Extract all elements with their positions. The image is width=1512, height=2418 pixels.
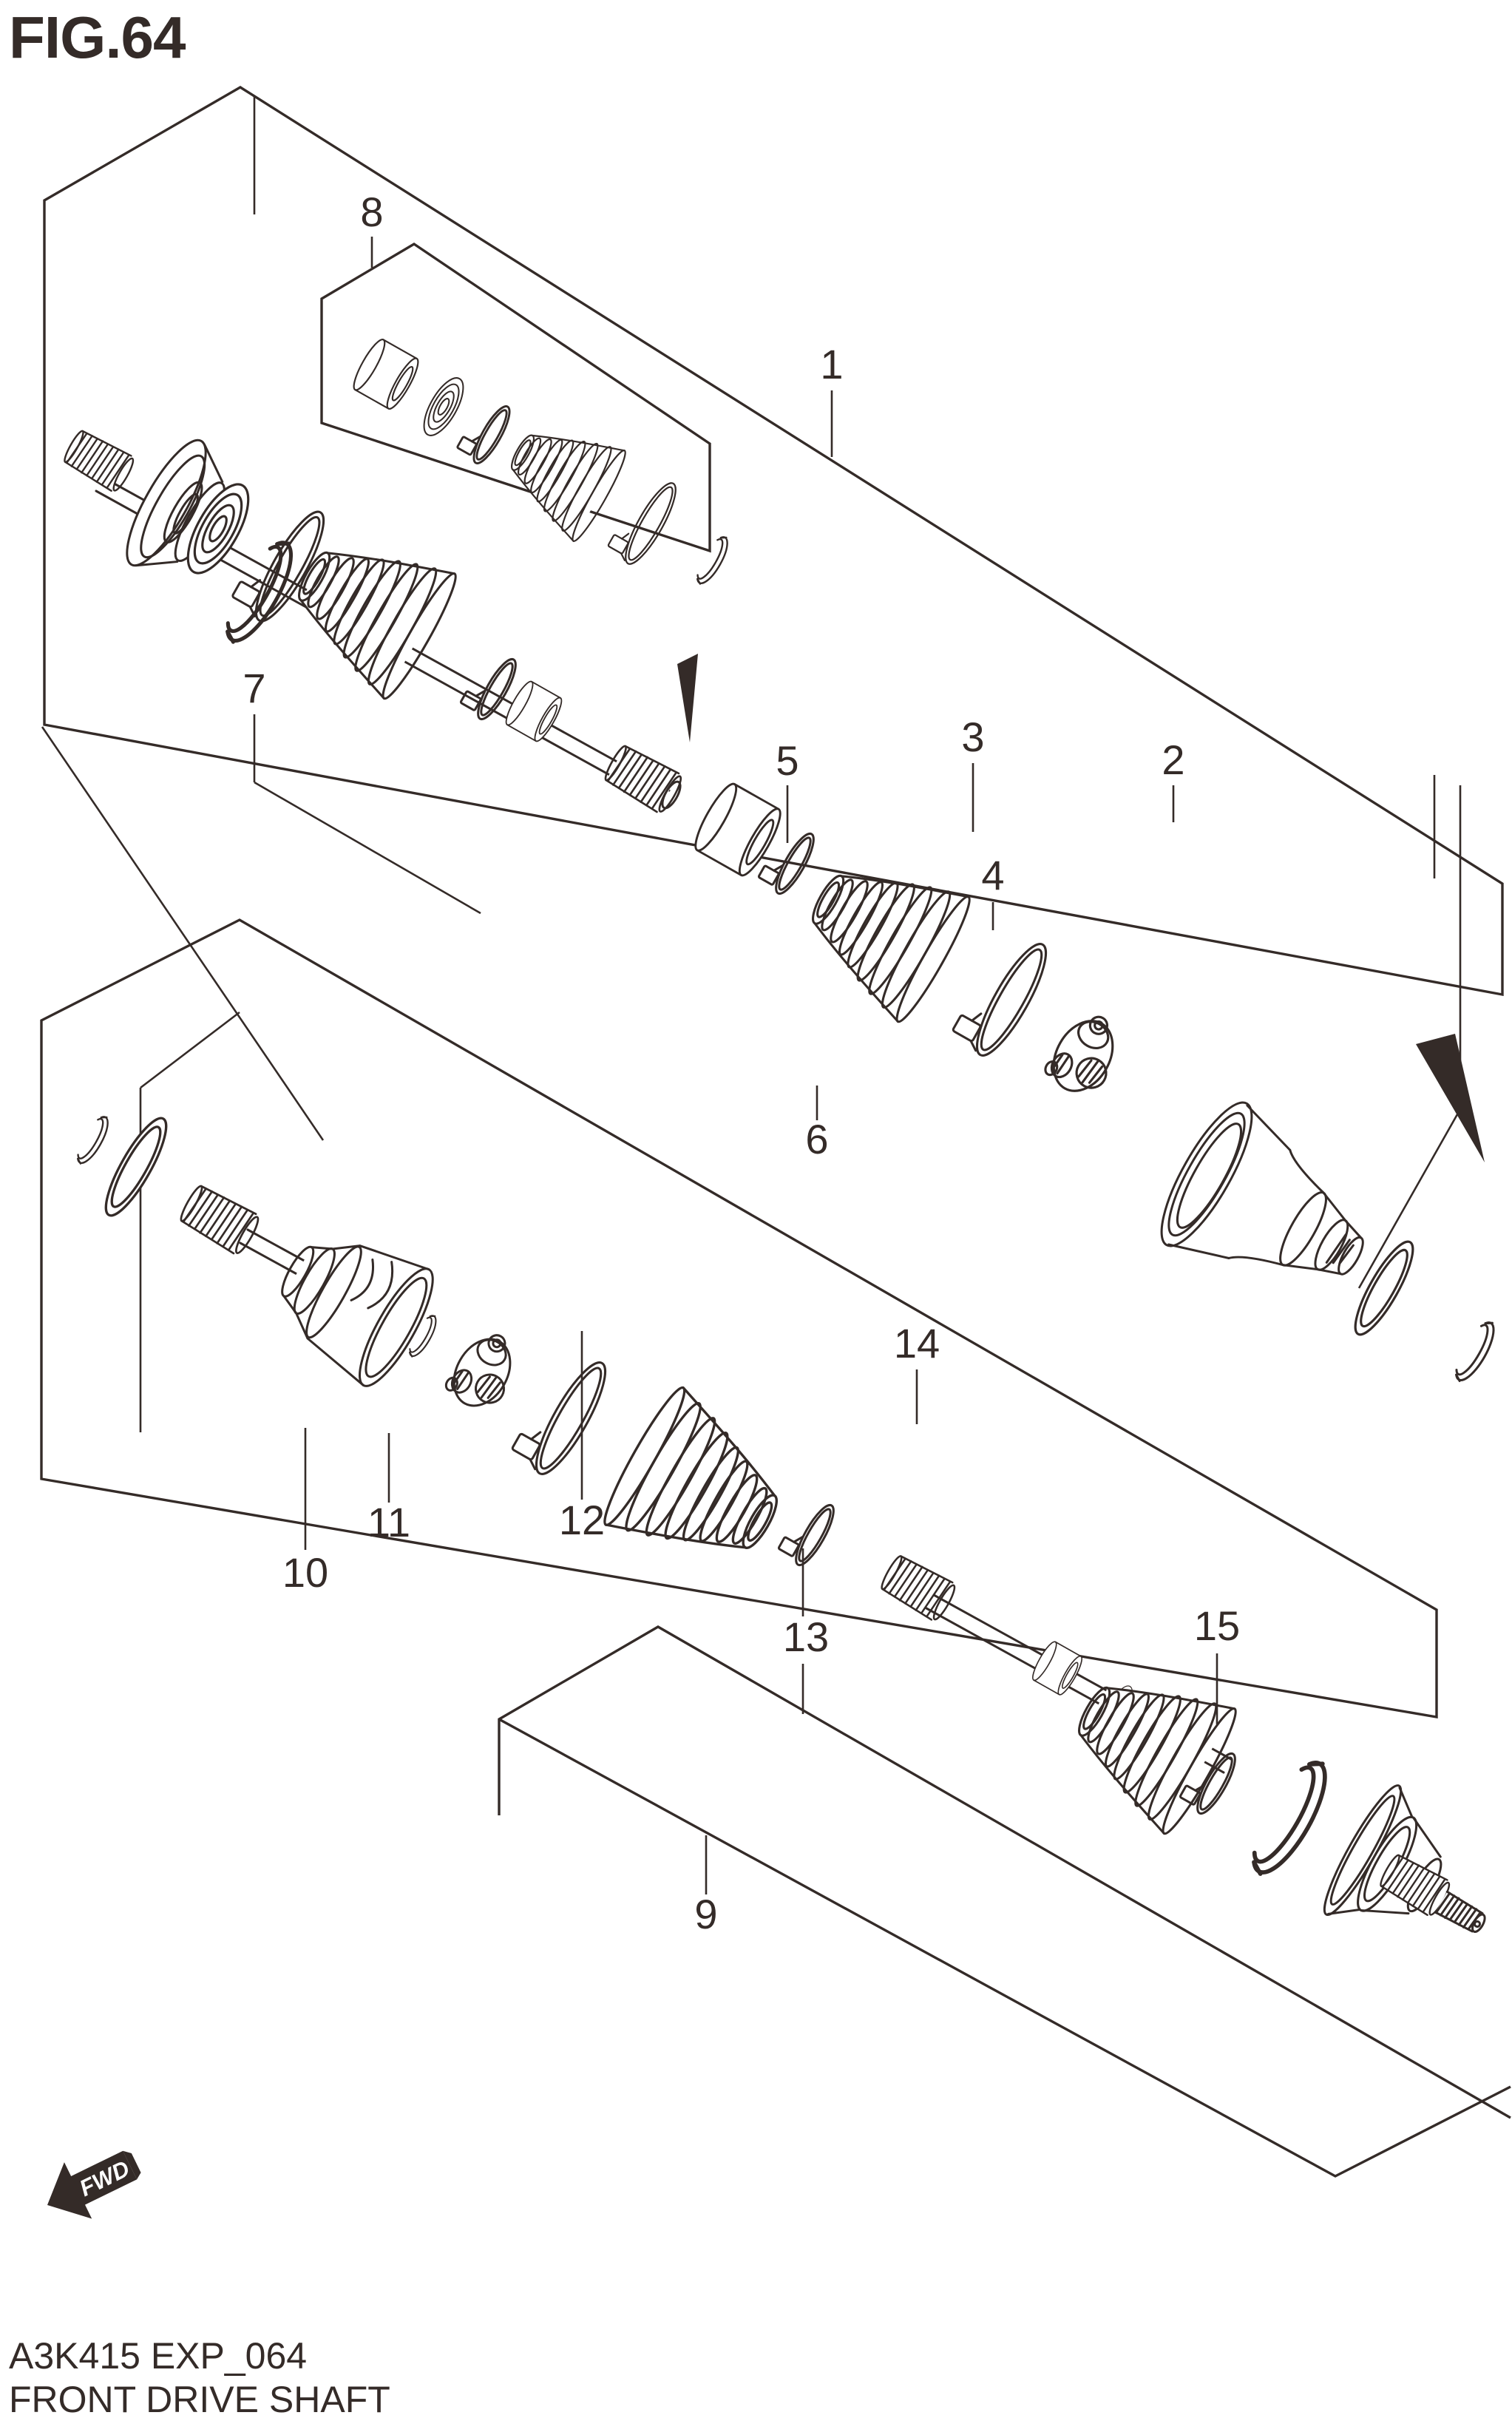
assembly-box-upper [43,86,1504,997]
callout-5: 5 [776,737,799,843]
black-wedge-arrow-right [1416,1034,1485,1162]
cv-boot [271,509,464,705]
oil-seal [1344,1233,1424,1343]
part-number-7[interactable]: 7 [243,665,265,711]
callout-14: 14 [894,1320,940,1424]
fwd-arrow-icon [47,2150,138,2219]
part-number-14[interactable]: 14 [894,1320,940,1367]
figure-title: FIG.64 [9,4,186,70]
boot-clamp-large [506,1344,618,1483]
cv-boot-outer [1051,1644,1244,1840]
part-number-6[interactable]: 6 [805,1116,828,1162]
callout-11: 11 [367,1433,410,1545]
oil-seal [95,1110,177,1224]
assembly-box-lower-top [498,1625,1511,2119]
figure-caption: FRONT DRIVE SHAFT [9,2379,390,2418]
callout-12: 12 [559,1331,605,1543]
boot-kit-box [320,242,711,553]
damper-cylinder [688,779,788,881]
part-number-9[interactable]: 9 [694,1891,717,1937]
black-wedge-arrow-upper [677,654,698,742]
callout-10: 10 [282,1428,328,1596]
part-number-3[interactable]: 3 [961,714,984,760]
part-number-12[interactable]: 12 [559,1497,605,1543]
assembly-box-lower-bottom [498,1718,1511,2178]
inboard-joint-housing [1145,1091,1399,1332]
tripod-joint [441,1323,529,1419]
snap-ring [1451,1318,1502,1387]
callout-2: 2 [1162,736,1185,822]
part-number-13[interactable]: 13 [783,1613,829,1660]
cv-boot [784,832,978,1028]
part-number-5[interactable]: 5 [776,737,799,784]
retainer-cylinder [348,335,424,413]
callout-8: 8 [360,189,384,268]
inner-lane-line-7 [254,781,481,915]
boot-clamp-small [453,393,517,469]
part-number-1[interactable]: 1 [820,341,843,387]
inboard-joint-parts [688,779,1502,1387]
boot-clamp-small [775,1491,841,1571]
spline-section [877,1551,960,1625]
callout-4: 4 [981,852,1005,930]
callouts: 1 2 3 4 5 6 7 8 [243,189,1240,1937]
callout-13: 13 [783,1548,829,1714]
callout-7: 7 [243,665,266,782]
tripod-joint [1040,1004,1132,1105]
part-number-15[interactable]: 15 [1194,1602,1240,1649]
boot-clamp-large [947,925,1059,1065]
cv-boot [595,1381,808,1596]
connector-line-left [41,726,325,1141]
callout-15: 15 [1194,1602,1240,1724]
spline-stub [60,426,138,495]
part-number-4[interactable]: 4 [981,852,1004,898]
cv-boot [491,403,632,546]
part-number-8[interactable]: 8 [360,189,383,235]
callout-9: 9 [694,1835,718,1937]
fwd-arrow-side [123,2150,141,2180]
inboard-joint-cage [257,1208,447,1396]
part-number-2[interactable]: 2 [1162,736,1184,783]
snap-ring [694,533,734,589]
left-drive-shaft-assembly [60,426,698,817]
shaft-damper [501,677,566,745]
right-drive-shaft-assembly [74,1110,1490,1955]
spline-stub [175,1180,264,1259]
part-number-11[interactable]: 11 [367,1499,410,1545]
callout-6: 6 [805,1086,829,1162]
callout-3: 3 [961,714,985,832]
callout-1: 1 [820,341,844,457]
outline-boxes [40,86,1511,2178]
circlip [74,1113,115,1169]
fwd-direction-marker: FWD [47,2150,141,2219]
outboard-joint-flange [1313,1778,1470,1955]
shaft-tip [661,780,682,810]
part-number-10[interactable]: 10 [282,1549,328,1596]
bearing-rings [416,371,472,442]
assembly-box-middle [40,918,1438,1719]
figure-code: A3K415 EXP_064 [9,2335,307,2377]
boot-kit-subassembly [348,335,734,589]
boot-band-large [1247,1756,1338,1883]
